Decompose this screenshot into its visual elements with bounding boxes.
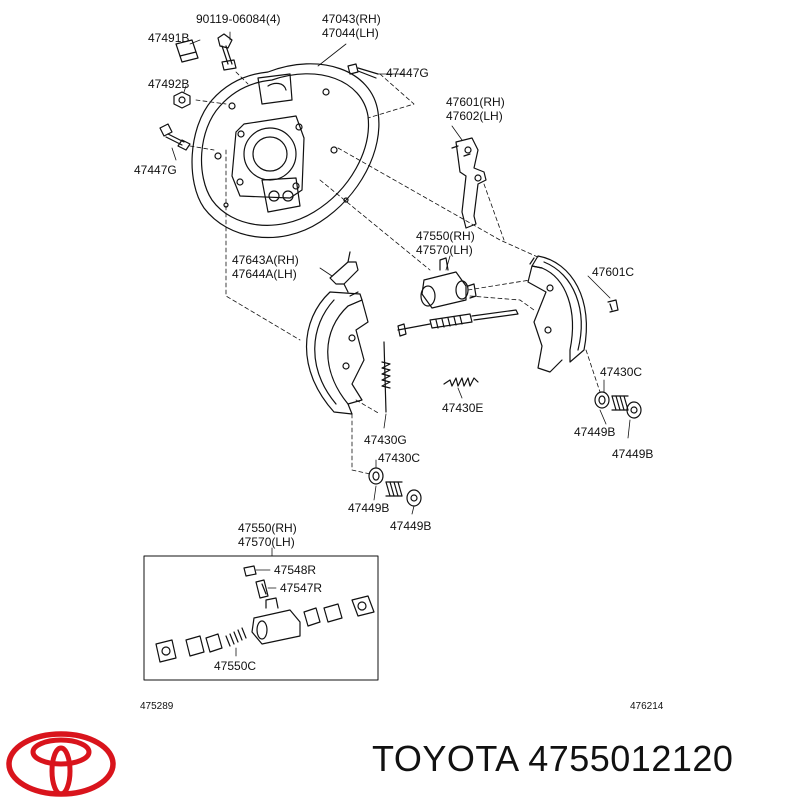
clip-47601c [607,299,619,313]
label-backing-plate-rh: 47043(RH) [322,12,381,26]
label-47449b-left-2: 47449B [390,519,432,533]
label-47430c-right: 47430C [600,365,643,379]
label-47550c: 47550C [214,659,257,673]
reference-code-left: 475289 [140,701,174,712]
parking-brake-lever [451,137,487,229]
brake-shoe-left [306,291,369,415]
label-47447g-top: 47447G [386,66,429,80]
label-47430c-left: 47430C [378,451,421,465]
assembly-dashed-lines [189,71,601,475]
nut-47492b [173,91,191,109]
label-47548r: 47548R [274,563,317,577]
label-47449b-right-2: 47449B [612,447,654,461]
wheel-cylinder-kit-box [143,555,379,681]
label-kit-rh: 47550(RH) [238,521,297,535]
label-47449b-left-1: 47449B [348,501,390,515]
label-strut-lh: 47644A(LH) [232,267,297,281]
wheel-cylinder [420,257,477,309]
reference-code-right: 476214 [630,701,664,712]
leader-lines [171,31,631,657]
label-backing-plate-lh: 47044(LH) [322,26,379,40]
label-cylinder-lh: 47570(LH) [416,243,473,257]
label-47601c: 47601C [592,265,635,279]
label-47447g-left: 47447G [134,163,177,177]
label-47430g: 47430G [364,433,407,447]
label-47492b: 47492B [148,77,190,91]
backing-plate [191,63,380,239]
toyota-logo [6,731,116,797]
label-mounting-bolt: 90119-06084(4) [196,12,281,26]
label-strut-rh: 47643A(RH) [232,253,299,267]
pin-47447g-top [347,63,379,79]
label-kit-lh: 47570(LH) [238,535,295,549]
spring-47430e [443,377,479,387]
plug-47491b [175,39,199,63]
label-47430e: 47430E [442,401,484,415]
label-cylinder-rh: 47550(RH) [416,229,475,243]
pin-47447g-left [159,123,191,151]
label-47491b: 47491B [148,31,190,45]
label-lever-rh: 47601(RH) [446,95,505,109]
label-47449b-right-1: 47449B [574,425,616,439]
label-47547r: 47547R [280,581,323,595]
brand-part-number-caption: TOYOTA 4755012120 [372,738,734,779]
label-lever-lh: 47602(LH) [446,109,503,123]
adjuster-rod [397,309,519,337]
mounting-bolt [217,33,237,71]
hold-down-right [594,391,642,419]
adjusting-strut-bracket [329,251,359,293]
return-spring-47430g [381,341,391,413]
brake-shoe-right [527,255,588,373]
